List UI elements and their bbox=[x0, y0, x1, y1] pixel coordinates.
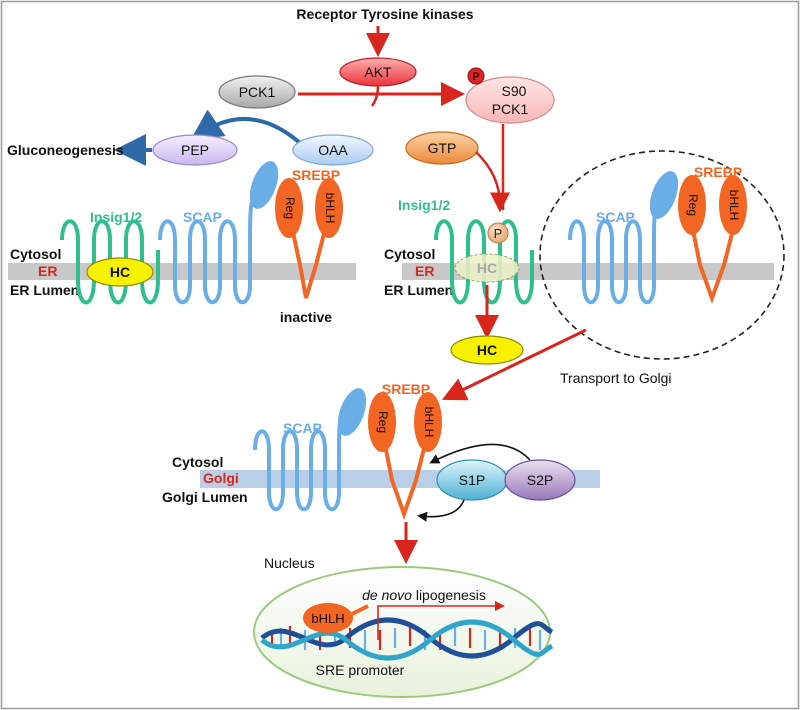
hc-left bbox=[86, 257, 154, 287]
s1p-cleavage-arrow bbox=[417, 499, 465, 522]
srebp-label-right: SREBP bbox=[694, 164, 742, 180]
oaa-label: OAA bbox=[318, 142, 348, 158]
s2p-protease: S2P bbox=[504, 459, 576, 501]
transport-label: Transport to Golgi bbox=[560, 370, 672, 386]
scap-helices-left bbox=[158, 196, 262, 305]
insig-label-left: Insig1/2 bbox=[90, 209, 142, 225]
cytosol-label-golgi: Cytosol bbox=[172, 454, 223, 470]
srebp-label-golgi: SREBP bbox=[382, 381, 430, 397]
reg-label-right: Reg bbox=[686, 194, 700, 216]
oaa-node: OAA bbox=[292, 134, 374, 166]
hc-right-ghost bbox=[454, 253, 520, 283]
s2p-label: S2P bbox=[527, 472, 553, 488]
gluconeogenesis-label: Gluconeogenesis bbox=[7, 142, 124, 158]
srebp-bhlh-golgi bbox=[414, 392, 442, 452]
akt-label: AKT bbox=[364, 64, 392, 80]
de-novo-italic: de novo bbox=[362, 587, 412, 603]
bhlh-label-golgi: bHLH bbox=[422, 407, 436, 438]
s1p-protease: S1P bbox=[436, 459, 508, 501]
scap-head-right bbox=[649, 171, 679, 219]
receptor-label: Receptor Tyrosine kinases bbox=[296, 6, 473, 22]
akt-down-line bbox=[370, 85, 380, 107]
phospho-marker-top: P bbox=[467, 67, 485, 85]
scap-helices-right bbox=[568, 204, 666, 305]
scap-srebp-complex-outline bbox=[539, 150, 785, 360]
s2p-cleavage-arrow bbox=[429, 443, 531, 464]
sre-promoter-label: SRE promoter bbox=[316, 662, 405, 678]
pck1-label: PCK1 bbox=[239, 84, 276, 100]
dna-strand-1 bbox=[260, 617, 554, 659]
dna-helix bbox=[260, 617, 554, 661]
pck1-node: PCK1 bbox=[218, 75, 296, 109]
insig-label-right: Insig1/2 bbox=[398, 197, 450, 213]
bhlh-tail bbox=[351, 604, 369, 616]
s90-pck1-label: PCK1 bbox=[492, 101, 529, 117]
srebp-reg-left bbox=[275, 178, 303, 238]
akt-node: AKT bbox=[339, 57, 417, 87]
bhlh-label-right: bHLH bbox=[727, 190, 741, 221]
s1p-label: S1P bbox=[459, 472, 485, 488]
scap-helices-golgi bbox=[253, 416, 351, 512]
srebp-chain-right bbox=[686, 204, 740, 304]
er-lumen-label-left: ER Lumen bbox=[10, 282, 79, 298]
bhlh-nuclear bbox=[303, 603, 353, 633]
srebp-bhlh-left bbox=[315, 178, 343, 238]
pep-node: PEP bbox=[152, 134, 238, 166]
scap-label-right: SCAP bbox=[596, 209, 635, 225]
transport-to-golgi-arrow bbox=[441, 328, 587, 401]
gtp-to-p-arrow bbox=[475, 151, 510, 213]
p-marker-top-label: P bbox=[472, 71, 479, 83]
s90-pck1-node: S90 PCK1 bbox=[465, 76, 555, 124]
reg-label-left: Reg bbox=[283, 197, 297, 219]
hc-left-label: HC bbox=[110, 264, 130, 280]
inactive-label: inactive bbox=[280, 309, 332, 325]
gtp-node: GTP bbox=[405, 131, 479, 165]
gtp-label: GTP bbox=[428, 140, 457, 156]
dna-strand-2 bbox=[260, 619, 554, 661]
phospho-marker-er: P bbox=[487, 222, 509, 244]
scap-head-left bbox=[249, 161, 279, 209]
er-label-left: ER bbox=[38, 263, 57, 279]
s90-label: S90 bbox=[502, 83, 527, 99]
srebp-reg-right bbox=[678, 175, 706, 235]
cytosol-label-right: Cytosol bbox=[384, 246, 435, 262]
bhlh-label-left: bHLH bbox=[323, 193, 337, 224]
srebp-chain-left bbox=[283, 194, 332, 299]
er-lumen-label-right: ER Lumen bbox=[384, 282, 453, 298]
srebp-chain-golgi bbox=[378, 419, 432, 521]
er-label-right: ER bbox=[415, 263, 434, 279]
scap-label-left: SCAP bbox=[183, 209, 222, 225]
nucleus-label: Nucleus bbox=[264, 555, 315, 571]
reg-label-golgi: Reg bbox=[376, 411, 390, 433]
scap-head-golgi bbox=[337, 388, 367, 436]
cytosol-label-left: Cytosol bbox=[10, 246, 61, 262]
srebp-reg-golgi bbox=[368, 392, 396, 452]
bhlh-nuclear-label: bHLH bbox=[311, 611, 344, 626]
hc-ghost-label: HC bbox=[477, 260, 497, 276]
oaa-to-pep-arrow bbox=[190, 109, 302, 145]
srebp-label-left: SREBP bbox=[292, 167, 340, 183]
pep-label: PEP bbox=[181, 142, 209, 158]
srebp-bhlh-right bbox=[719, 175, 747, 235]
hc-free-label: HC bbox=[477, 342, 497, 358]
golgi-lumen-label: Golgi Lumen bbox=[162, 489, 248, 505]
scap-label-golgi: SCAP bbox=[283, 420, 322, 436]
transcription-start-arrow bbox=[377, 601, 505, 640]
lipogenesis-word: lipogenesis bbox=[412, 587, 486, 603]
lipogenesis-label: de novo lipogenesis bbox=[362, 587, 486, 603]
golgi-label: Golgi bbox=[203, 470, 239, 486]
hc-free bbox=[450, 335, 524, 365]
p-marker-er-label: P bbox=[494, 226, 503, 241]
